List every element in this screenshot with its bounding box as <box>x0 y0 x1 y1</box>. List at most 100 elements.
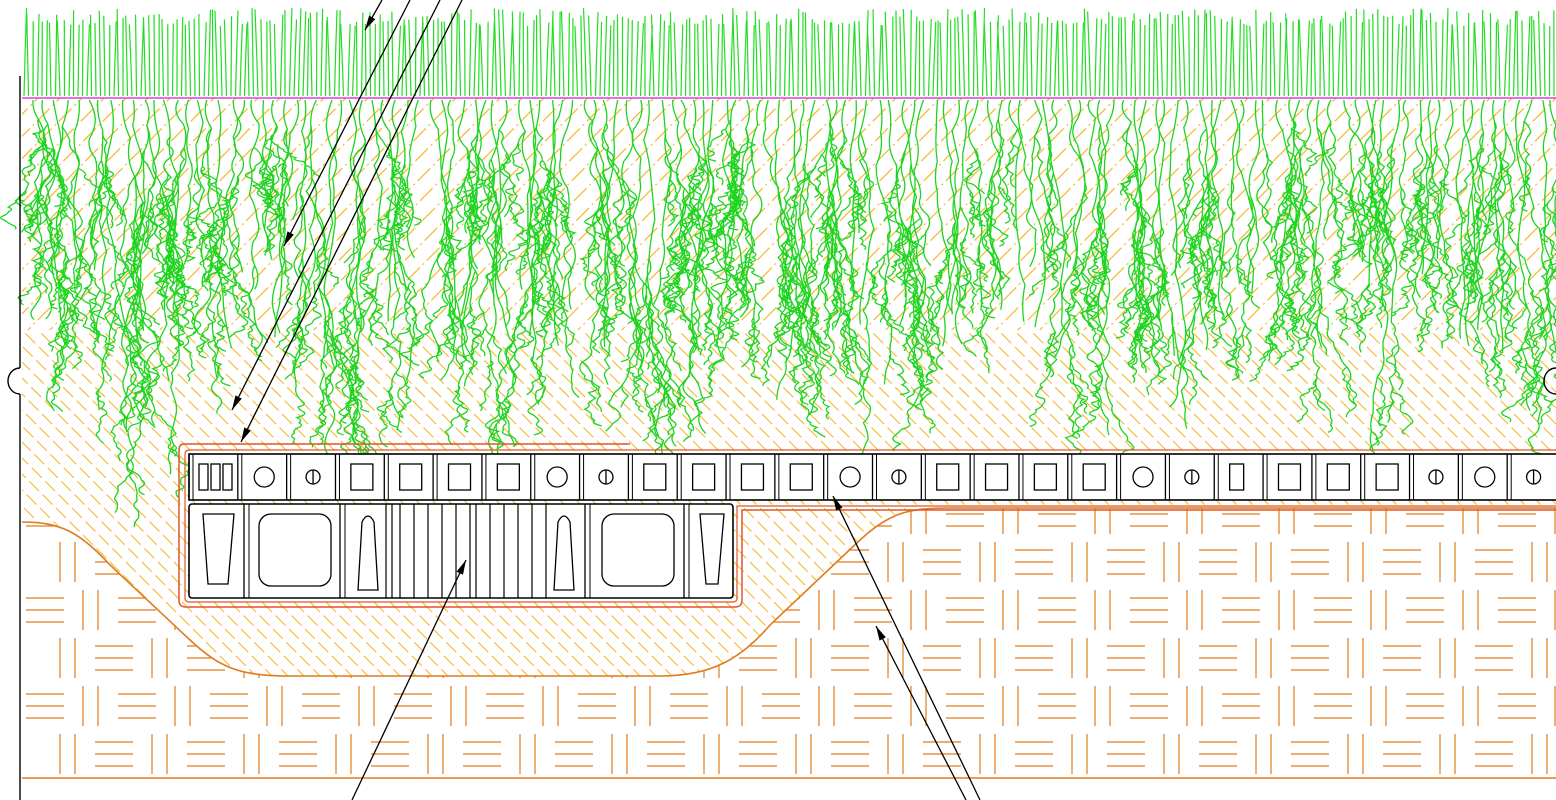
grass-blade <box>77 24 80 97</box>
root-strand <box>244 156 267 196</box>
root-strand <box>1373 99 1386 254</box>
sand-hatch <box>379 330 751 676</box>
sand-hatch <box>75 330 447 676</box>
root-strand <box>336 292 354 340</box>
root-strand <box>336 388 359 436</box>
root-strand <box>1044 173 1059 273</box>
root-strand <box>297 268 312 308</box>
root-strand <box>680 167 698 238</box>
root-strand <box>529 209 537 310</box>
root-strand <box>154 410 178 457</box>
root-strand <box>1380 137 1396 238</box>
root-strand <box>1349 171 1367 246</box>
duct-square <box>789 463 813 491</box>
root-strand <box>696 356 725 405</box>
root-strand <box>875 99 892 297</box>
topsoil-hatch <box>1029 98 1271 330</box>
grass-blade <box>1313 18 1317 97</box>
sand-hatch <box>22 330 335 676</box>
sand-hatch <box>1227 330 1556 676</box>
grass-blade <box>128 24 133 97</box>
root-strand <box>181 283 200 320</box>
root-strand <box>1029 381 1046 428</box>
root-strand <box>229 99 246 273</box>
sand-hatch <box>1067 330 1439 676</box>
root-strand <box>741 268 757 368</box>
root-strand <box>589 149 606 241</box>
sand-hatch <box>411 330 783 676</box>
grass-blade <box>243 23 248 97</box>
root-strand <box>1379 210 1396 312</box>
grass-blade <box>932 21 937 97</box>
grass-blade <box>1049 22 1053 97</box>
grass-blade <box>142 17 147 97</box>
grass-blade <box>404 24 408 97</box>
topsoil-hatch <box>853 98 1095 330</box>
root-strand <box>1064 300 1080 336</box>
root-strand <box>261 99 278 256</box>
root-strand <box>744 334 761 380</box>
root-strand <box>1008 99 1046 328</box>
topsoil-hatch <box>1139 98 1381 330</box>
duct-square <box>1326 463 1350 491</box>
root-strand <box>584 209 599 252</box>
grass-blade <box>961 9 966 97</box>
root-strand <box>1312 99 1325 349</box>
grass-blade <box>1030 16 1033 97</box>
root-strand <box>643 282 663 394</box>
sand-hatch <box>747 330 1119 676</box>
grass-blade <box>479 25 484 97</box>
topsoil-hatch <box>1183 98 1425 330</box>
root-strand <box>370 329 420 367</box>
grass-blade <box>746 11 750 97</box>
grass-blade <box>804 12 808 97</box>
root-strand <box>1438 267 1459 309</box>
root-strand <box>1494 226 1517 341</box>
root-strand <box>1285 263 1301 301</box>
grass-blade <box>247 21 250 97</box>
root-strand <box>668 260 687 293</box>
root-strand <box>1270 193 1298 229</box>
grass-blade <box>884 11 889 97</box>
grass-blade <box>697 23 700 97</box>
slot <box>357 515 379 591</box>
root-strand <box>1421 257 1443 299</box>
grass-blade <box>260 19 264 97</box>
root-strand <box>703 219 724 253</box>
root-strand <box>490 99 511 339</box>
sand-hatch <box>1019 330 1391 676</box>
duct-circle <box>546 466 568 488</box>
root-strand <box>1442 264 1454 340</box>
grass-blade <box>899 16 903 97</box>
sand-hatch <box>827 330 1199 676</box>
grass-blade <box>1310 23 1313 97</box>
root-strand <box>560 304 580 398</box>
root-strand <box>740 148 756 247</box>
root-strand <box>1170 197 1203 276</box>
grass-blade <box>26 13 30 97</box>
root-strand <box>786 99 800 328</box>
root-strand <box>505 184 525 224</box>
root-strand <box>114 201 146 306</box>
root-strand <box>1046 335 1060 372</box>
grass-blade <box>1418 8 1422 97</box>
root-strand <box>421 280 441 362</box>
topsoil-hatch <box>897 98 1139 330</box>
root-strand <box>915 276 937 368</box>
grass-blade <box>36 13 40 97</box>
root-strand <box>400 320 434 359</box>
grass-blade <box>1214 15 1218 97</box>
grass-blade <box>939 22 943 97</box>
root-strand <box>1236 268 1260 309</box>
grass-blade <box>1061 20 1065 97</box>
root-strand <box>660 247 677 280</box>
sand-hatch <box>347 330 719 676</box>
root-strand <box>626 362 644 413</box>
grass-blade <box>535 15 538 97</box>
sand-hatch <box>251 330 623 676</box>
grass-blade <box>1177 15 1182 97</box>
grass-blade <box>1305 20 1310 97</box>
topsoil-hatch <box>61 98 303 330</box>
root-strand <box>1532 321 1552 437</box>
grass-blade <box>996 22 1002 97</box>
